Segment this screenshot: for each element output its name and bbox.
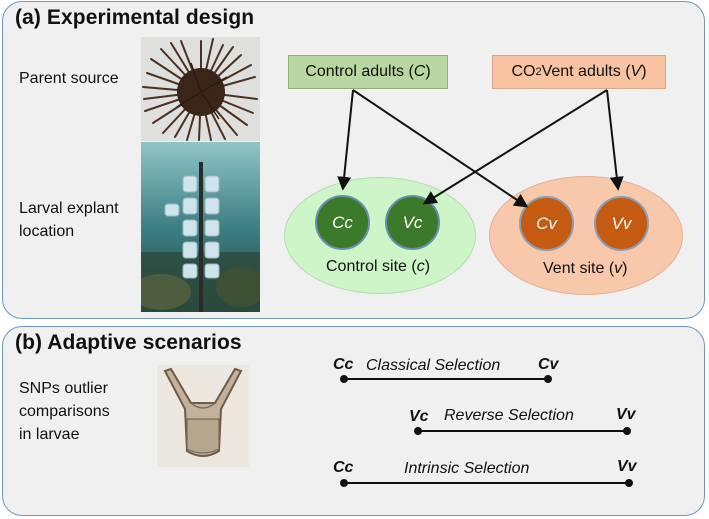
parent-source-label: Parent source [19,70,119,87]
sea-urchin-photo [141,37,260,141]
snp-label-line1: SNPs outlier [19,380,108,397]
intrinsic-from: Cc [333,459,354,476]
intrinsic-start-dot [340,479,348,487]
vent-site-suffix: ) [622,260,628,277]
larva-photo [157,365,249,467]
arrow-vent-to-vc [422,89,608,205]
group-circle-cc: Cc [315,195,370,250]
group-circle-vv: Vv [594,196,649,251]
intrinsic-to: Vv [617,458,637,475]
control-site-label: Control site (c) [326,258,430,276]
vent-site-label: Vent site (v) [543,260,627,278]
vent-adults-symbol: V [630,63,642,80]
classical-to: Cv [538,356,559,373]
control-adults-suffix: ) [425,63,431,80]
reverse-from: Vc [409,408,429,425]
vent-adults-subscript: 2 [535,66,542,78]
arrow-control-to-cc [337,89,354,191]
vent-site-symbol: v [614,260,623,277]
reverse-end-dot [623,427,631,435]
larval-explant-photo [141,142,260,312]
control-adults-box: Control adults (C) [288,55,448,89]
vent-site-prefix: Vent site ( [543,260,615,277]
control-site-prefix: Control site ( [326,258,417,275]
classical-from: Cc [333,356,354,373]
group-circle-vc: Vc [385,195,440,250]
vent-adults-middle: Vent adults ( [541,63,631,80]
vent-adults-prefix: CO [511,63,536,80]
panel-a-title: (a) Experimental design [15,6,255,29]
reverse-start-dot [414,427,422,435]
reverse-to: Vv [616,406,636,423]
larval-explant-label-line2: location [19,223,75,240]
adaptive-scenarios-panel: (b) Adaptive scenarios [2,326,705,516]
snp-label-line3: in larvae [19,426,80,443]
classical-selection-label: Classical Selection [366,357,501,374]
classical-end-dot [544,375,552,383]
reverse-selection-label: Reverse Selection [444,407,574,424]
vent-adults-suffix: ) [641,63,647,80]
arrow-vent-to-vv [606,89,624,191]
larval-explant-label-line1: Larval explant [19,200,119,217]
control-adults-prefix: Control adults ( [305,63,414,80]
intrinsic-selection-label: Intrinsic Selection [404,460,530,477]
control-site-symbol: c [416,258,425,275]
control-site-suffix: ) [424,258,431,275]
panel-b-title: (b) Adaptive scenarios [15,331,242,354]
classical-start-dot [340,375,348,383]
control-adults-symbol: C [413,63,426,80]
control-site-ellipse [284,177,476,294]
arrow-control-to-cv [352,89,529,208]
intrinsic-end-dot [625,479,633,487]
snp-label-line2: comparisons [19,403,110,420]
